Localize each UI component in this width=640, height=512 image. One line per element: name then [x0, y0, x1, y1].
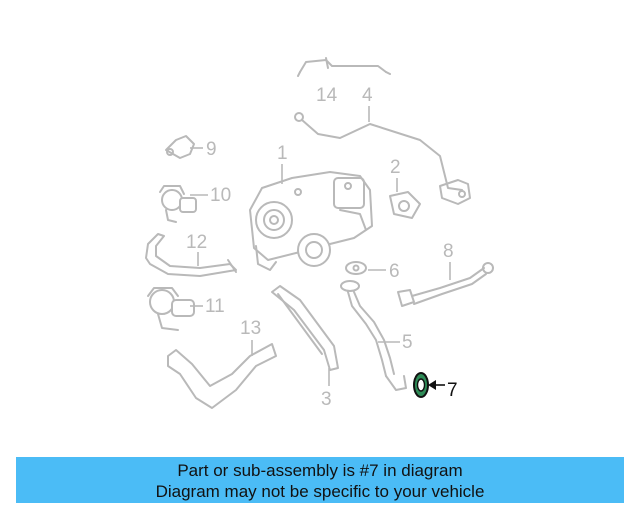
part-1-turbocharger: [249, 171, 373, 271]
part-8-line: [397, 262, 494, 307]
part-14-tube: [297, 57, 391, 77]
part-7-gasket-highlighted: [413, 372, 429, 398]
callout-5: 5: [402, 332, 413, 353]
callout-8: 8: [443, 241, 454, 262]
part-9-fitting: [165, 135, 195, 159]
callout-7: 7: [447, 380, 458, 401]
callout-1: 1: [277, 143, 288, 164]
callout-10: 10: [210, 185, 231, 206]
callout-3: 3: [321, 389, 332, 410]
callout-11: 11: [205, 296, 225, 317]
part-12-hose: [145, 233, 237, 277]
part-2-flange: [389, 191, 421, 219]
callout-14: 14: [316, 85, 338, 106]
callout-9: 9: [206, 139, 217, 160]
arrowhead-7: [428, 380, 436, 390]
banner-line-2: Diagram may not be specific to your vehi…: [155, 482, 485, 501]
callout-2: 2: [390, 157, 401, 178]
callout-13: 13: [240, 318, 261, 339]
banner-line-1: Part or sub-assembly is #7 in diagram: [177, 461, 463, 480]
part-4-line: [294, 112, 471, 205]
part-11-valve: [147, 287, 195, 331]
callout-6: 6: [389, 261, 400, 282]
part-5-line: [340, 280, 407, 391]
part-6-gasket: [345, 261, 367, 275]
part-10-valve: [159, 185, 197, 223]
part-3-bracket: [271, 285, 339, 371]
info-banner: Part or sub-assembly is #7 in diagram Di…: [16, 457, 624, 503]
part-13-hose: [167, 343, 277, 409]
parts-diagram: 14 4 9 10 12: [145, 57, 494, 410]
callout-4: 4: [362, 85, 373, 106]
callout-12: 12: [186, 232, 207, 253]
